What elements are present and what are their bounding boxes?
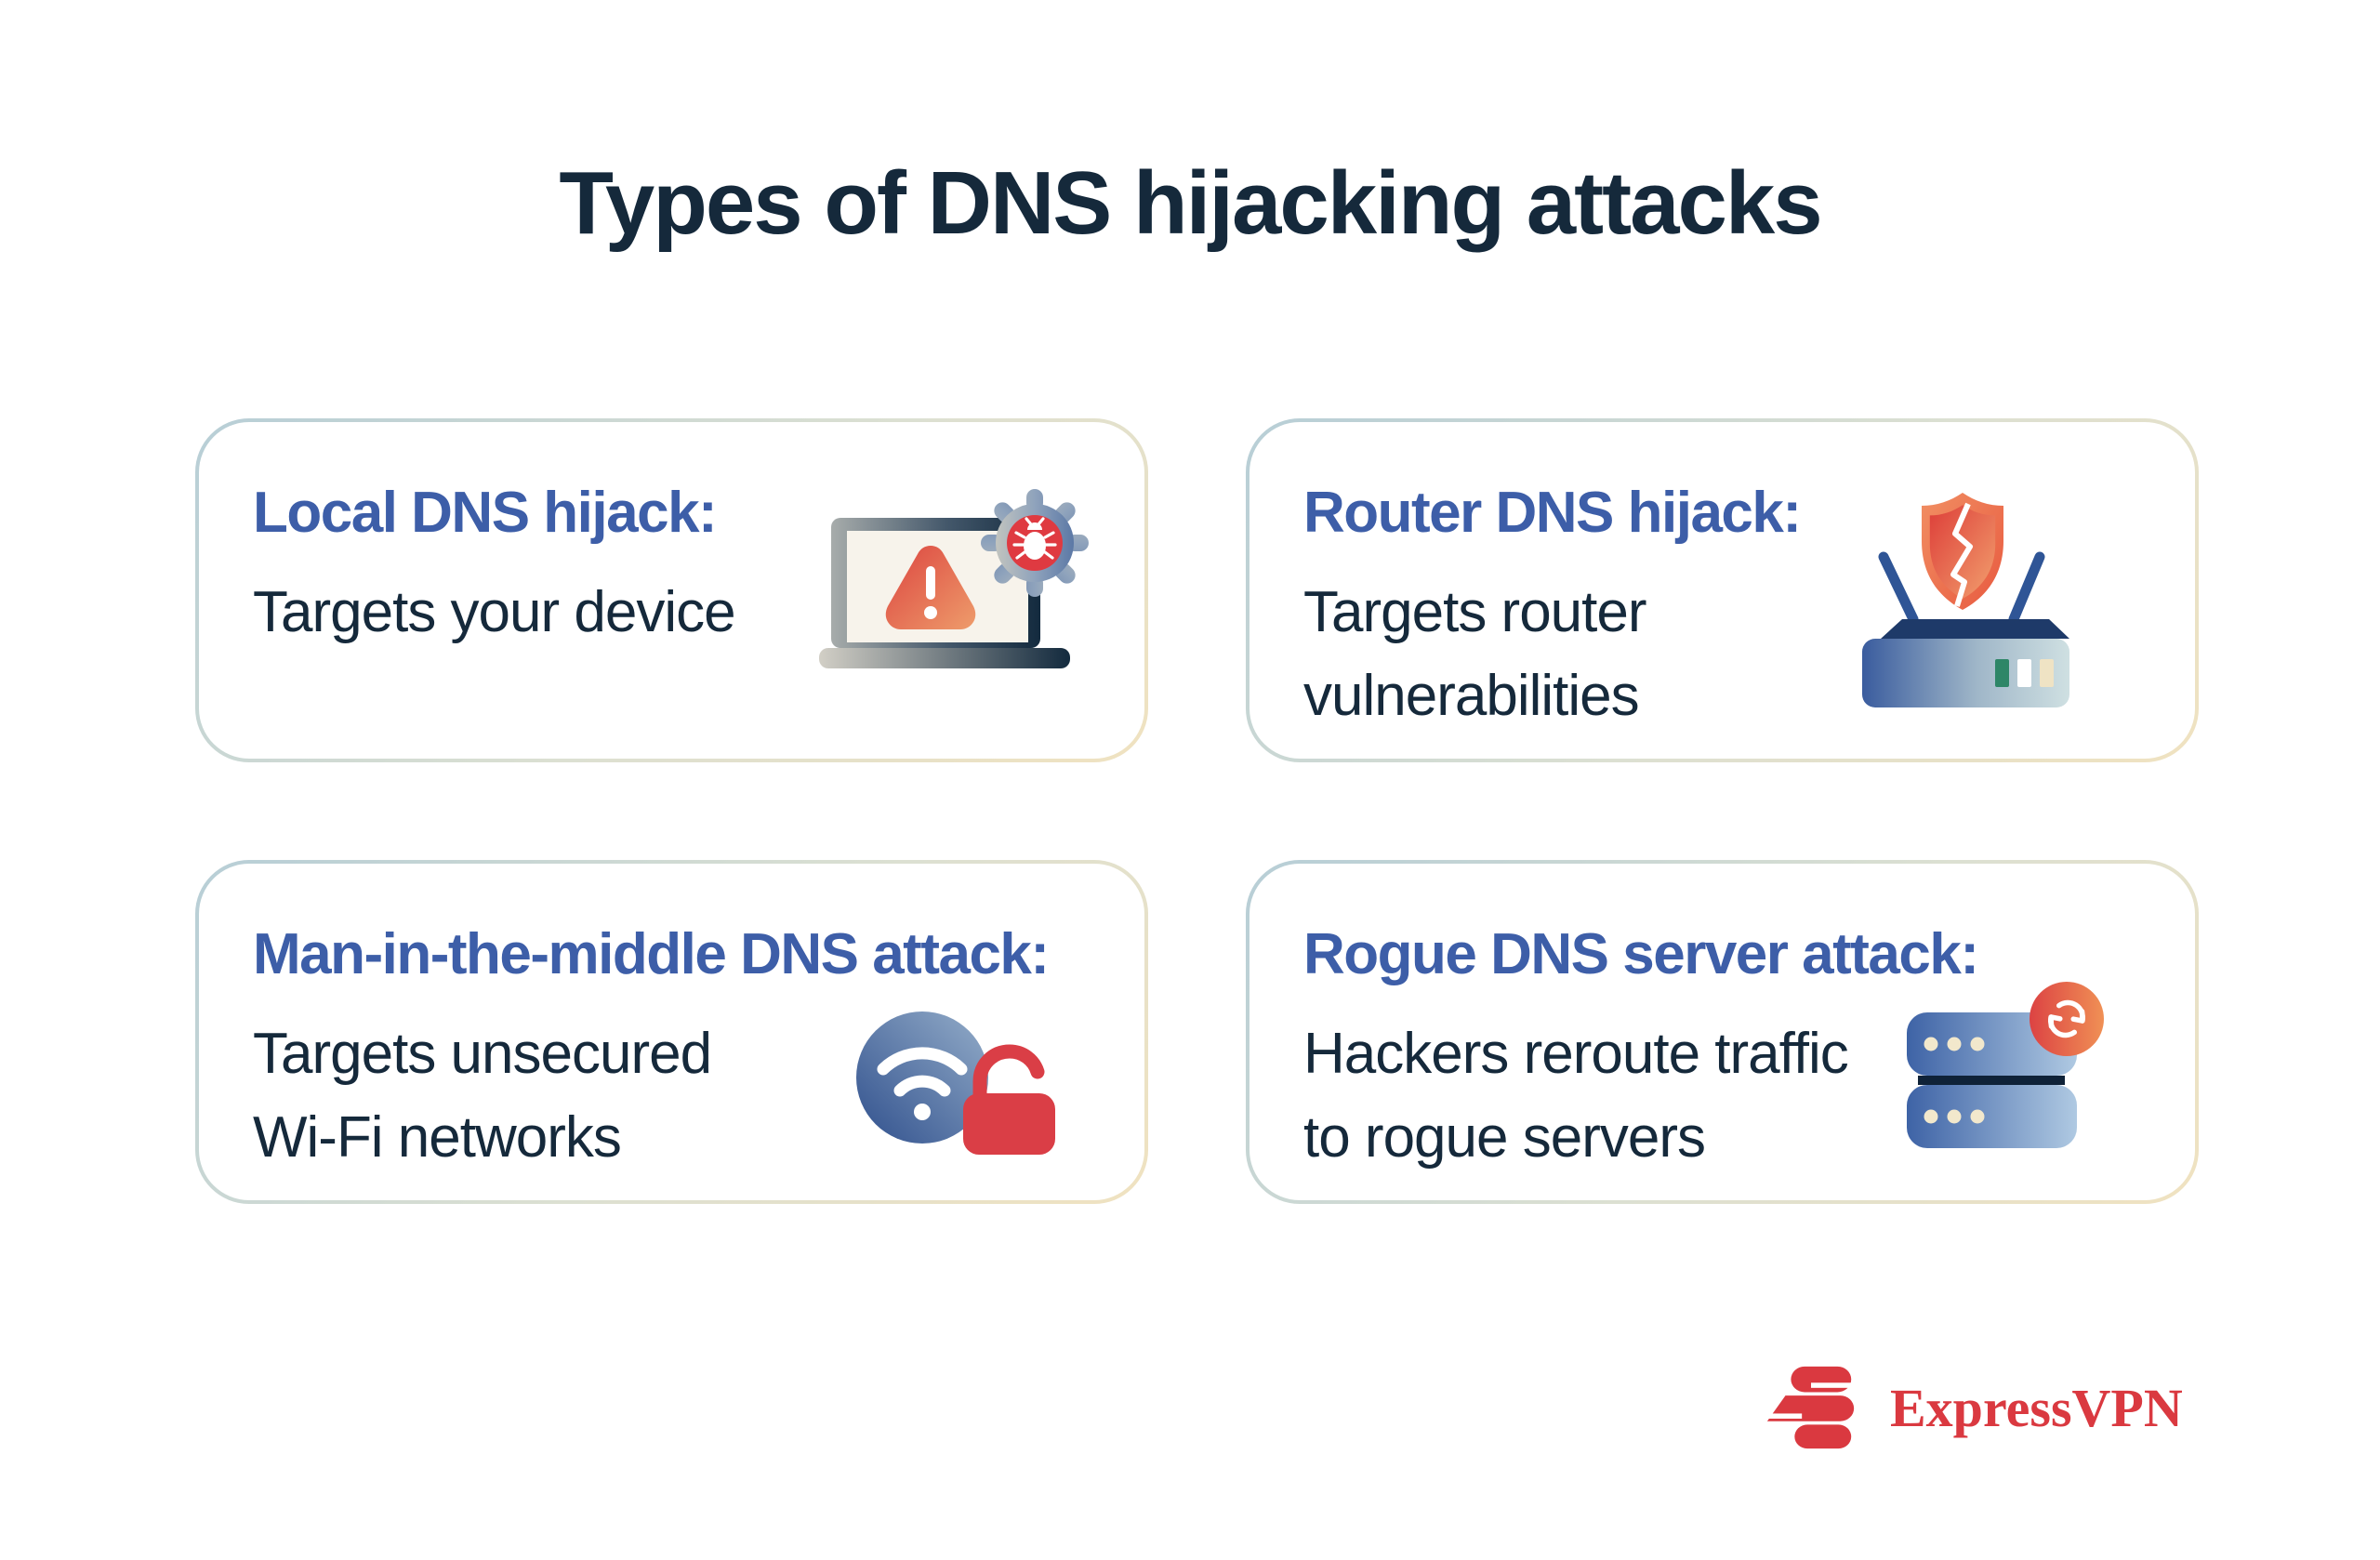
wifi-open-padlock-icon [840, 1008, 1063, 1189]
card-body-line: vulnerabilities [1303, 664, 1640, 728]
card-body-line: to rogue servers [1303, 1105, 1706, 1170]
card-router-dns-hijack: Router DNS hijack: Targets router vulner… [1246, 418, 2199, 762]
server-reroute-icon [1879, 975, 2107, 1166]
card-text-block: Router DNS hijack: Targets router vulner… [1303, 480, 1954, 738]
card-body-line: Hackers reroute traffic [1303, 1022, 1849, 1086]
card-heading: Router DNS hijack: [1303, 481, 1802, 545]
card-local-dns-hijack: Local DNS hijack: Targets your device [195, 418, 1148, 762]
card-text-block: Man-in-the-middle DNS attack: Targets un… [253, 921, 1050, 1180]
card-text-block: Rogue DNS server attack: Hackers reroute… [1303, 921, 1979, 1180]
brand-logo: ExpressVPN [1760, 1365, 2197, 1458]
card-text-block: Local DNS hijack: Targets your device [253, 480, 904, 654]
card-body-line: Targets router [1303, 580, 1647, 644]
card-body-line: Wi-Fi networks [253, 1105, 622, 1170]
card-heading: Rogue DNS server attack: [1303, 922, 1979, 986]
wifi-open-padlock-icon [856, 1011, 1055, 1155]
card-body: Hackers reroute traffic to rogue servers [1303, 1012, 1954, 1180]
page-title: Types of DNS hijacking attacks [559, 153, 1822, 253]
card-body: Targets unsecured Wi-Fi networks [253, 1012, 904, 1180]
card-rogue-dns-server-attack: Rogue DNS server attack: Hackers reroute… [1246, 860, 2199, 1204]
card-mitm-dns-attack: Man-in-the-middle DNS attack: Targets un… [195, 860, 1148, 1204]
laptop-warning-gear-icon [819, 489, 1089, 680]
laptop-warning-gear-icon [819, 489, 1089, 668]
server-reroute-icon [1907, 982, 2104, 1148]
expressvpn-logomark-icon [1766, 1366, 1855, 1449]
router-broken-shield-icon [1860, 489, 2074, 717]
card-heading: Man-in-the-middle DNS attack: [253, 922, 1050, 986]
card-heading: Local DNS hijack: [253, 481, 718, 545]
card-body: Targets your device [253, 571, 904, 654]
card-body-line: Targets your device [253, 580, 736, 644]
brand-wordmark: ExpressVPN [1890, 1378, 2183, 1438]
router-broken-shield-icon [1862, 493, 2069, 707]
card-body-line: Targets unsecured [253, 1022, 712, 1086]
card-body: Targets router vulnerabilities [1303, 571, 1954, 738]
